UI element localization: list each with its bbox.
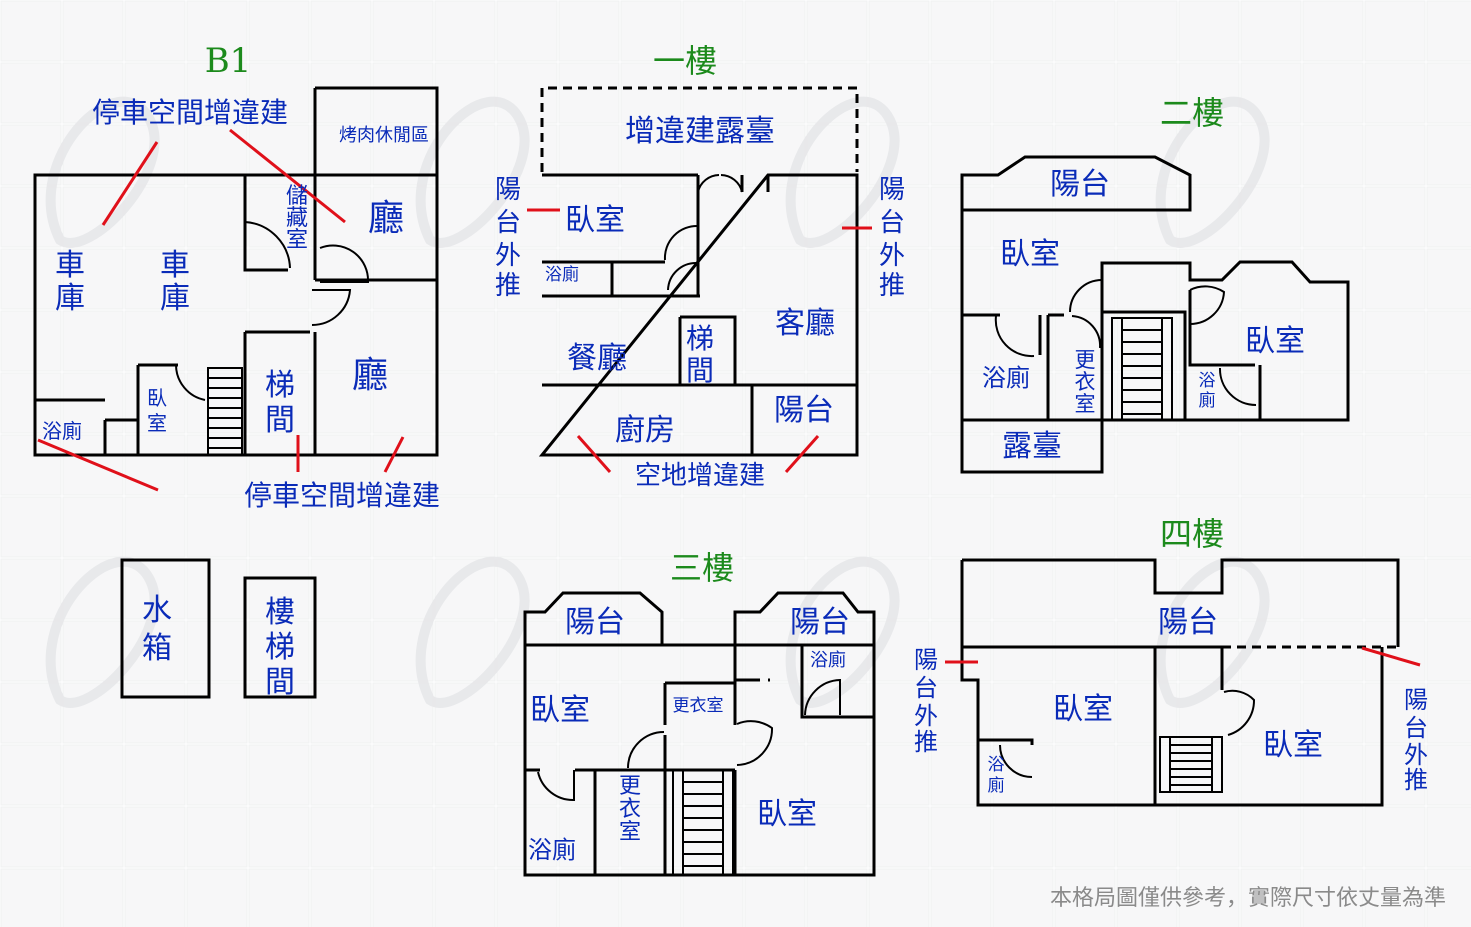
f3-bedroom-right: 臥室 <box>757 797 817 832</box>
f1-balcony-right-2: 台 <box>879 208 905 238</box>
f2-bath-left: 浴廁 <box>982 364 1030 392</box>
b1-storage-3: 室 <box>286 228 308 253</box>
b1-staircase-1: 樓 <box>265 595 295 630</box>
b1-bedroom-2: 室 <box>147 411 167 435</box>
b1-floor-plan: B1 停車空間增違建 烤肉休閒區 廳 儲 藏 <box>33 41 440 700</box>
f2-closet-3: 室 <box>1075 392 1096 416</box>
f3-bedroom-left: 臥室 <box>530 693 590 728</box>
f1-title: 一樓 <box>653 42 717 80</box>
f1-balcony-right-1: 陽 <box>879 175 905 205</box>
f1-balcony-left-3: 外 <box>495 241 521 271</box>
b1-illegal-parking-top: 停車空間增違建 <box>92 96 288 129</box>
f1-balcony-left-4: 推 <box>495 271 521 301</box>
f2-closet-2: 衣 <box>1075 370 1096 394</box>
b1-water-tank-1: 水 <box>142 593 172 628</box>
f3-closet-bottom-3: 室 <box>619 820 641 845</box>
f3-closet-bottom-2: 衣 <box>619 797 641 822</box>
f1-balcony-left-1: 陽 <box>495 175 521 205</box>
f2-bath-right-2: 廁 <box>1199 390 1216 411</box>
f1-dining: 餐廳 <box>567 341 627 376</box>
f3-bath-bottom: 浴廁 <box>528 836 576 864</box>
f4-bath-1: 浴 <box>988 755 1005 775</box>
f4-bedroom-left: 臥室 <box>1053 692 1113 727</box>
b1-storage-1: 儲 <box>286 184 308 209</box>
f4-balcony-left-1: 陽 <box>914 646 938 674</box>
f4-balcony-right-1: 陽 <box>1404 686 1428 714</box>
b1-stair-2: 間 <box>265 403 295 438</box>
b1-bbq-label: 烤肉休閒區 <box>339 125 429 146</box>
f1-kitchen: 廚房 <box>615 413 675 448</box>
f1-floor-plan: 一樓 增違建露臺 臥室 陽 台 外 推 陽 台 外 推 浴廁 客廳 梯 間 餐廳… <box>495 42 905 491</box>
f4-floor-plan: 四樓 陽台 陽 台 外 推 陽 台 外 推 臥室 臥室 浴 廁 <box>914 515 1428 807</box>
b1-bath: 浴廁 <box>42 419 82 443</box>
f2-bedroom-left: 臥室 <box>1000 237 1060 272</box>
f1-bedroom: 臥室 <box>565 203 625 238</box>
f1-stair-2: 間 <box>686 354 714 387</box>
f1-stair-1: 梯 <box>686 322 714 355</box>
f2-terrace: 露臺 <box>1002 429 1062 464</box>
f1-balcony-right-4: 推 <box>879 271 905 301</box>
f4-stair-icon <box>1159 736 1223 793</box>
f4-bedroom-right: 臥室 <box>1263 728 1323 763</box>
f4-balcony-left-2: 台 <box>914 674 938 702</box>
f2-title: 二樓 <box>1160 94 1224 132</box>
b1-stair-icon <box>207 367 243 456</box>
f4-title: 四樓 <box>1160 515 1224 553</box>
f1-balcony: 陽台 <box>774 393 834 428</box>
b1-garage-b-1: 車 <box>160 248 190 283</box>
f3-floor-plan: 三樓 陽台 陽台 臥室 更衣室 浴廁 更 衣 室 臥室 浴廁 <box>523 549 876 877</box>
b1-garage-a-1: 車 <box>55 248 85 283</box>
b1-garage-b-2: 庫 <box>160 281 190 316</box>
b1-staircase-2: 梯 <box>265 630 295 665</box>
f3-stair-icon <box>672 769 734 876</box>
b1-staircase-3: 間 <box>265 665 295 700</box>
f1-living: 客廳 <box>775 306 835 341</box>
b1-illegal-parking-bottom: 停車空間增違建 <box>244 479 440 512</box>
f3-closet-top: 更衣室 <box>673 696 724 716</box>
f2-balcony: 陽台 <box>1050 167 1110 202</box>
f4-balcony-right-4: 推 <box>1404 766 1428 794</box>
b1-garage-a-2: 庫 <box>55 281 85 316</box>
b1-hall-lower: 廳 <box>352 355 388 396</box>
f4-balcony-right-2: 台 <box>1404 714 1428 742</box>
f1-balcony-right-3: 外 <box>879 241 905 271</box>
f3-balcony-left: 陽台 <box>565 605 625 640</box>
b1-hall-upper: 廳 <box>368 198 404 239</box>
f4-balcony-left-3: 外 <box>914 702 938 730</box>
b1-bedroom-1: 臥 <box>147 386 167 410</box>
f2-bath-right-1: 浴 <box>1199 371 1216 391</box>
f1-bath: 浴廁 <box>545 264 579 285</box>
b1-storage-2: 藏 <box>286 206 308 231</box>
b1-water-tank-2: 箱 <box>142 631 172 666</box>
f2-bedroom-right: 臥室 <box>1245 324 1305 359</box>
f2-floor-plan: 二樓 陽台 臥室 臥室 浴廁 更 衣 室 浴 廁 露臺 <box>960 94 1350 474</box>
f4-balcony: 陽台 <box>1158 605 1218 640</box>
f2-closet-1: 更 <box>1075 348 1096 372</box>
f3-balcony-right: 陽台 <box>790 605 850 640</box>
f2-stair-icon <box>1111 317 1173 421</box>
b1-stair-1: 梯 <box>265 368 295 403</box>
f3-closet-bottom-1: 更 <box>619 774 641 799</box>
f4-bath-2: 廁 <box>988 775 1005 796</box>
f4-balcony-right-3: 外 <box>1404 741 1428 769</box>
f1-balcony-left-2: 台 <box>495 208 521 238</box>
f3-title: 三樓 <box>670 549 734 587</box>
f3-bath-top: 浴廁 <box>810 649 846 671</box>
f4-balcony-left-4: 推 <box>914 728 938 756</box>
f1-open-space: 空地增違建 <box>635 461 765 491</box>
disclaimer-text: 本格局圖僅供參考，實際尺寸依丈量為準 <box>1050 886 1446 911</box>
b1-title: B1 <box>205 41 252 81</box>
f1-terrace: 增違建露臺 <box>625 114 775 149</box>
